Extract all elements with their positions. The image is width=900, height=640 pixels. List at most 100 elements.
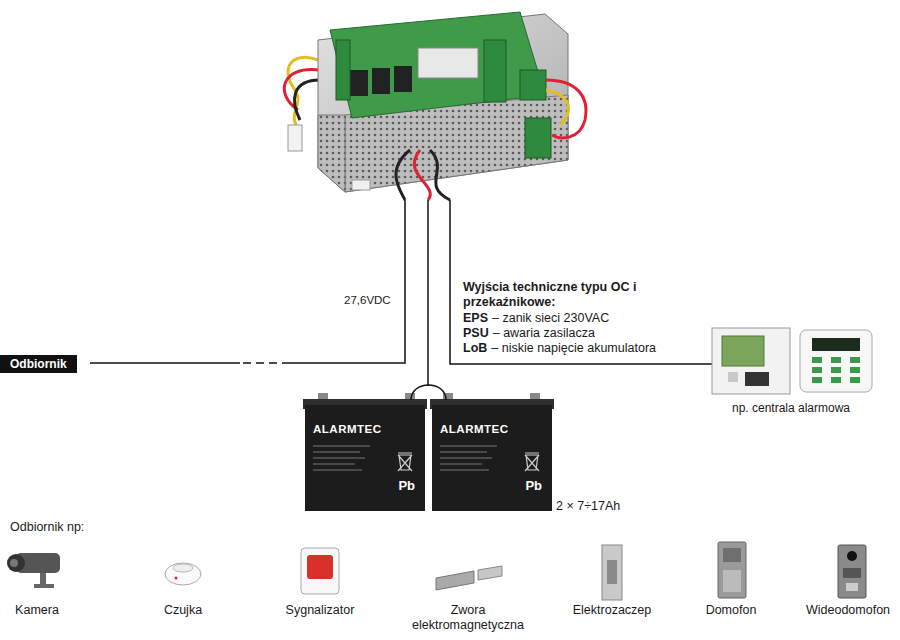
alarm-panel bbox=[831, 377, 841, 383]
section-heading: Odbiornik np: bbox=[10, 520, 84, 535]
battery-body bbox=[398, 453, 539, 471]
device-caption: Wideodomofon bbox=[806, 603, 890, 618]
siren-icon bbox=[307, 555, 333, 579]
electric-strike-icon bbox=[607, 560, 617, 584]
alarm-panel bbox=[831, 367, 841, 373]
battery: ALARMTEC Pb bbox=[305, 400, 425, 510]
siren-icon bbox=[301, 548, 339, 594]
signal-description: – awaria zasilacza bbox=[493, 326, 595, 341]
alarm-panel bbox=[812, 367, 822, 373]
psu-unit bbox=[284, 69, 320, 110]
magnetic-lock-icon bbox=[478, 566, 502, 580]
wire bbox=[90, 200, 712, 386]
door-phone-icon bbox=[718, 542, 746, 598]
device-caption: Domofon bbox=[706, 603, 757, 618]
battery-body bbox=[432, 405, 552, 511]
battery: ALARMTEC Pb bbox=[432, 400, 552, 510]
alarm-panel bbox=[812, 338, 860, 351]
node-text: Pb bbox=[305, 478, 425, 494]
wire bbox=[240, 362, 290, 364]
device-caption: Elektrozaczep bbox=[573, 603, 652, 618]
node-text: Odbiornik bbox=[10, 357, 67, 371]
psu-unit bbox=[352, 180, 370, 190]
camera-icon bbox=[10, 559, 18, 567]
smoke-detector-icon bbox=[165, 563, 201, 585]
smoke-detector-icon bbox=[165, 563, 201, 585]
alarm-panel bbox=[745, 372, 769, 386]
battery-body bbox=[303, 393, 554, 511]
camera-icon bbox=[34, 584, 54, 588]
wire bbox=[290, 200, 405, 363]
wire bbox=[450, 200, 712, 364]
device-caption: np. centrala alarmowa bbox=[732, 401, 850, 416]
electric-strike-icon bbox=[602, 545, 622, 600]
psu-unit bbox=[336, 40, 350, 100]
door-phone-icon bbox=[723, 548, 741, 562]
psu-unit bbox=[394, 66, 412, 92]
node-text: ALARMTEC bbox=[313, 422, 425, 436]
battery-body bbox=[525, 453, 539, 471]
voltage-label: 27,6VDC bbox=[344, 293, 391, 308]
signal-description: – zanik sieci 230VAC bbox=[492, 311, 609, 326]
alarm-panel bbox=[800, 330, 872, 392]
electric-strike-icon bbox=[602, 545, 622, 600]
node-text: ALARMTEC bbox=[440, 422, 552, 436]
device-caption: Sygnalizator bbox=[286, 603, 355, 618]
wire bbox=[90, 362, 240, 364]
psu-unit bbox=[430, 150, 450, 200]
battery-body bbox=[405, 393, 415, 400]
battery-body bbox=[313, 446, 370, 447]
battery-capacity: 2 × 7÷17Ah bbox=[556, 499, 620, 514]
battery-link-wire bbox=[411, 385, 446, 400]
psu-unit bbox=[418, 48, 478, 78]
battery-body bbox=[313, 470, 362, 471]
psu-unit bbox=[484, 40, 506, 102]
psu-unit bbox=[396, 150, 410, 200]
camera-icon bbox=[7, 554, 25, 572]
node-text: Pb bbox=[432, 478, 552, 494]
psu-unit bbox=[525, 118, 551, 158]
alarm-panel bbox=[728, 372, 738, 382]
siren-icon bbox=[301, 548, 339, 594]
psu-unit bbox=[414, 150, 430, 200]
psu-unit bbox=[288, 125, 302, 151]
psu-unit bbox=[546, 90, 568, 125]
battery-body bbox=[530, 393, 540, 400]
alarm-panel bbox=[850, 357, 860, 363]
device-caption: Zwora elektromagnetyczna bbox=[403, 603, 533, 633]
psu-unit bbox=[372, 68, 390, 94]
battery-body bbox=[318, 393, 328, 400]
signal-name: PSU bbox=[463, 326, 489, 341]
psu-unit bbox=[546, 80, 586, 138]
signal-name: LoB bbox=[463, 341, 487, 356]
battery-body bbox=[440, 446, 497, 447]
alarm-panel bbox=[712, 328, 790, 394]
door-phone-icon bbox=[718, 542, 746, 598]
camera-icon bbox=[40, 573, 46, 585]
alarm-panel bbox=[722, 336, 764, 366]
battery-body bbox=[313, 446, 497, 470]
video-door-phone-icon bbox=[838, 545, 866, 598]
psu-unit bbox=[520, 70, 546, 100]
battery-body bbox=[398, 453, 412, 471]
psu-unit bbox=[318, 115, 345, 192]
battery-body bbox=[313, 452, 360, 453]
signal-name: EPS bbox=[463, 311, 488, 326]
video-door-phone-icon bbox=[843, 568, 861, 578]
signal-description: – niskie napięcie akumulatora bbox=[491, 341, 656, 356]
receiver-box: Odbiornik bbox=[0, 355, 77, 373]
battery-body bbox=[313, 464, 355, 465]
smoke-detector-icon bbox=[175, 577, 178, 580]
video-door-phone-icon bbox=[838, 545, 866, 598]
psu-unit bbox=[284, 12, 586, 200]
video-door-phone-icon bbox=[846, 583, 858, 591]
alarm-panel bbox=[712, 328, 872, 394]
battery-body bbox=[305, 405, 425, 511]
alarm-panel bbox=[812, 357, 822, 363]
magnetic-lock-icon bbox=[436, 571, 474, 590]
camera-icon bbox=[7, 553, 60, 588]
device-caption: Czujka bbox=[164, 603, 202, 618]
battery-body bbox=[313, 458, 365, 459]
